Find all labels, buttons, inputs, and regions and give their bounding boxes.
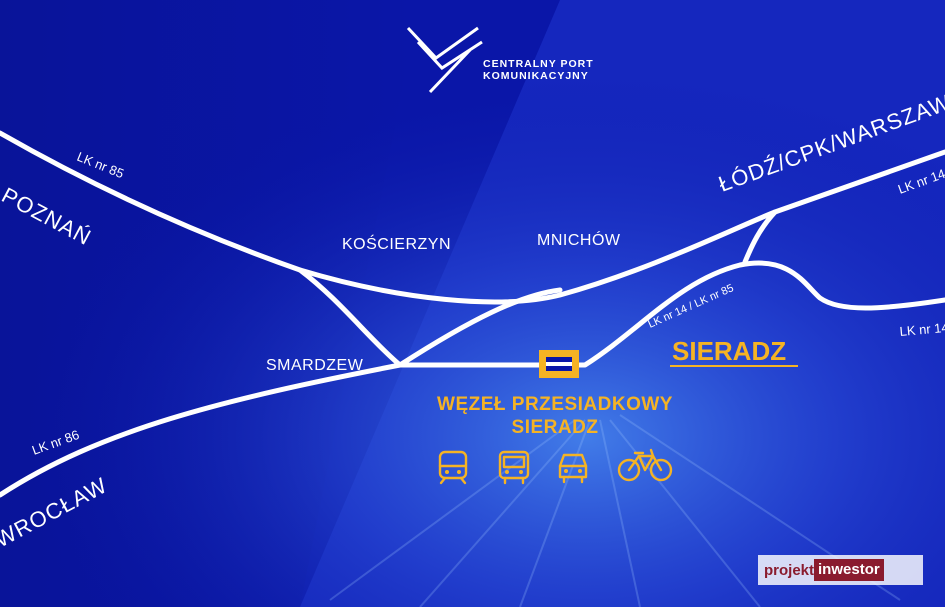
place-label-sieradz: SIERADZ: [672, 336, 786, 366]
rail-track-sieradz: [397, 260, 945, 368]
car-icon: [558, 453, 588, 484]
watermark-part1: projekt: [764, 561, 815, 579]
place-label-smardzew: SMARDZEW: [266, 357, 364, 374]
place-label-koscierzyn: KOŚCIERZYN: [342, 234, 451, 253]
rail-track-poznan-lodz: [0, 130, 945, 305]
hub-marker: [539, 350, 579, 378]
train-icon: [438, 450, 468, 485]
cpk-logo-mark: [406, 26, 483, 94]
hub-title-line2: SIERADZ: [512, 417, 599, 438]
bicycle-icon: [617, 448, 673, 482]
rail-track-junction-link: [742, 209, 778, 265]
logo-line2: KOMUNIKACYJNY: [483, 70, 589, 82]
rail-track-koscierzyn-smardzew: [297, 267, 403, 368]
logo-line1: CENTRALNY PORT: [483, 58, 594, 70]
rail-track-smardzew-connector: [397, 287, 563, 368]
place-label-mnichow: MNICHÓW: [537, 230, 621, 249]
cpk-logo: CENTRALNY PORT KOMUNIKACYJNY: [406, 26, 594, 94]
hub-title-line1: WĘZEŁ PRZESIADKOWY: [437, 394, 673, 415]
rail-line-label-east-lower: LK nr 14: [899, 320, 945, 339]
watermark-part2: inwestor: [814, 559, 884, 581]
rail-track-wroclaw: [0, 362, 403, 498]
bus-icon: [498, 450, 530, 485]
